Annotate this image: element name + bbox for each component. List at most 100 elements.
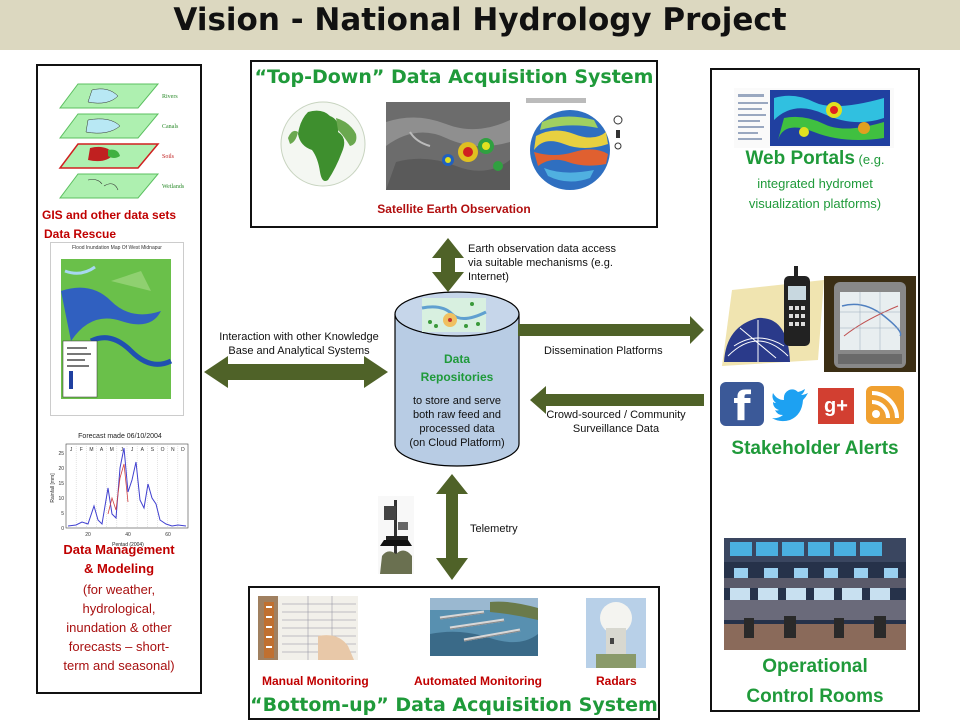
- portals-desc-line: integrated hydromet: [757, 176, 873, 191]
- chart-month-label: A: [100, 447, 104, 453]
- repository-map-image: [421, 298, 487, 332]
- gis-layers-image: Rivers Canals Soils Wetlands: [58, 83, 185, 199]
- dm-description: (for weather, hydrological, inundation &…: [38, 580, 200, 675]
- top-down-heading: “Top-Down” Data Acquisition System: [254, 66, 654, 88]
- manual-monitoring-label: Manual Monitoring: [262, 674, 369, 688]
- dm-desc-line: inundation & other: [66, 620, 172, 635]
- chart-xlabel: Pentad (2004): [112, 542, 144, 548]
- chart-x-tick: 20: [85, 532, 91, 538]
- data-repository-cylinder: [394, 291, 520, 467]
- dissemination-label: Dissemination Platforms: [544, 345, 663, 357]
- bottom-up-box: Manual Monitoring Automated Monitoring R…: [248, 586, 660, 720]
- page-title: Vision - National Hydrology Project: [173, 2, 787, 38]
- dissemination-arrow: [518, 316, 704, 344]
- repository-title-2: Repositories: [420, 370, 494, 384]
- chart-month-label: S: [151, 447, 155, 453]
- repo-desc-line: both raw feed and: [412, 409, 502, 421]
- facebook-icon: f: [720, 382, 764, 430]
- stakeholder-alerts-title: Stakeholder Alerts: [731, 438, 899, 459]
- chart-month-label: J: [131, 447, 134, 453]
- chart-ylabel: Rainfall [mm]: [50, 473, 56, 503]
- chart-month-label: A: [141, 447, 145, 453]
- eo-access-line: Earth observation data access: [468, 243, 616, 255]
- twitter-icon: [772, 389, 808, 422]
- dm-title-1: Data Management: [63, 542, 175, 557]
- crowd-source-arrow: [530, 386, 704, 414]
- chart-y-tick: 15: [58, 481, 64, 487]
- dm-desc-line: term and seasonal): [63, 658, 175, 673]
- chart-y-tick: 25: [58, 451, 64, 457]
- radar-image: [586, 598, 646, 668]
- chart-month-label: M: [110, 447, 114, 453]
- dm-desc-line: hydrological,: [82, 601, 156, 616]
- chart-x-tick: 40: [125, 532, 131, 538]
- portals-title-line: Web Portals (e.g.: [712, 148, 918, 170]
- globe-africa-image: [280, 101, 366, 187]
- automated-monitoring-label: Automated Monitoring: [414, 674, 542, 688]
- repo-desc-line: (on Cloud Platform): [409, 437, 505, 449]
- repo-desc-line: processed data: [419, 423, 495, 435]
- eo-access-line: via suitable mechanisms (e.g.: [468, 257, 613, 269]
- layer-label-canals: Canals: [162, 124, 179, 130]
- bottom-up-heading: “Bottom-up” Data Acquisition System: [250, 694, 658, 716]
- eo-access-line: Internet): [468, 271, 509, 283]
- data-rescue-label: Data Rescue: [44, 227, 117, 241]
- control-room-title-1: Operational: [762, 656, 868, 677]
- repo-desc-line: to store and serve: [412, 395, 502, 407]
- weather-station-image: [378, 496, 414, 574]
- flood-map-title: Flood Inundation Map Of West Midnapur: [72, 245, 162, 251]
- telemetry-label: Telemetry: [470, 523, 518, 535]
- crowd-line: Crowd-sourced / Community: [546, 409, 686, 421]
- manual-monitoring-image: [258, 596, 358, 660]
- globe-climate-image: [524, 96, 634, 196]
- telemetry-arrow: [436, 474, 468, 580]
- layer-label-wetlands: Wetlands: [162, 184, 185, 190]
- mobile-alert-image: [722, 266, 824, 366]
- repository-description: to store and serve both raw feed and pro…: [392, 394, 522, 450]
- chart-month-label: J: [121, 447, 124, 453]
- portals-title: Web Portals: [745, 148, 855, 169]
- left-box: Rivers Canals Soils Wetlands GIS and oth…: [36, 64, 202, 694]
- eo-access-label: Earth observation data access via suitab…: [468, 242, 616, 284]
- right-box: Web Portals (e.g. integrated hydromet vi…: [710, 68, 920, 712]
- knowledge-arrow: [204, 356, 388, 388]
- chart-month-label: D: [181, 447, 185, 453]
- chart-month-label: J: [70, 447, 73, 453]
- title-bar: [0, 0, 960, 50]
- rss-icon: [866, 386, 904, 424]
- portals-description: integrated hydromet visualization platfo…: [712, 174, 918, 214]
- chart-x-tick: 60: [165, 532, 171, 538]
- facebook-icon-glyph: f: [733, 384, 751, 430]
- crowd-line: Surveillance Data: [572, 423, 660, 435]
- chart-y-tick: 10: [58, 496, 64, 502]
- knowledge-label: Interaction with other Knowledge Base an…: [208, 330, 390, 358]
- chart-month-label: F: [80, 447, 83, 453]
- chart-month-label: N: [171, 447, 175, 453]
- gis-label: GIS and other data sets: [42, 208, 177, 222]
- satellite-ir-image: [386, 102, 510, 190]
- satellite-caption: Satellite Earth Observation: [377, 202, 531, 216]
- dm-desc-line: (for weather,: [82, 582, 156, 597]
- dm-title-2: & Modeling: [83, 561, 155, 576]
- google-plus-icon-glyph: g+: [824, 395, 848, 417]
- radars-label: Radars: [596, 674, 637, 688]
- automated-monitoring-image: [430, 598, 538, 656]
- top-down-box: “Top-Down” Data Acquisition System: [250, 60, 658, 228]
- layer-label-soils: Soils: [162, 154, 175, 160]
- eo-access-arrow: [432, 238, 464, 292]
- layer-label-rivers: Rivers: [162, 94, 178, 100]
- portals-eg: (e.g.: [854, 152, 885, 167]
- knowledge-line: Interaction with other Knowledge: [219, 331, 379, 343]
- knowledge-line: Base and Analytical Systems: [228, 345, 370, 357]
- google-plus-icon: g+: [818, 388, 854, 424]
- dm-desc-line: forecasts – short-: [68, 639, 170, 654]
- chart-y-tick: 0: [61, 526, 64, 532]
- chart-y-tick: 20: [58, 466, 64, 472]
- control-room-image: [724, 538, 906, 650]
- flood-map-image: Flood Inundation Map Of West Midnapur: [50, 242, 184, 416]
- web-portal-image: [734, 88, 894, 148]
- chart-month-label: M: [89, 447, 93, 453]
- repository-title-1: Data: [443, 352, 470, 366]
